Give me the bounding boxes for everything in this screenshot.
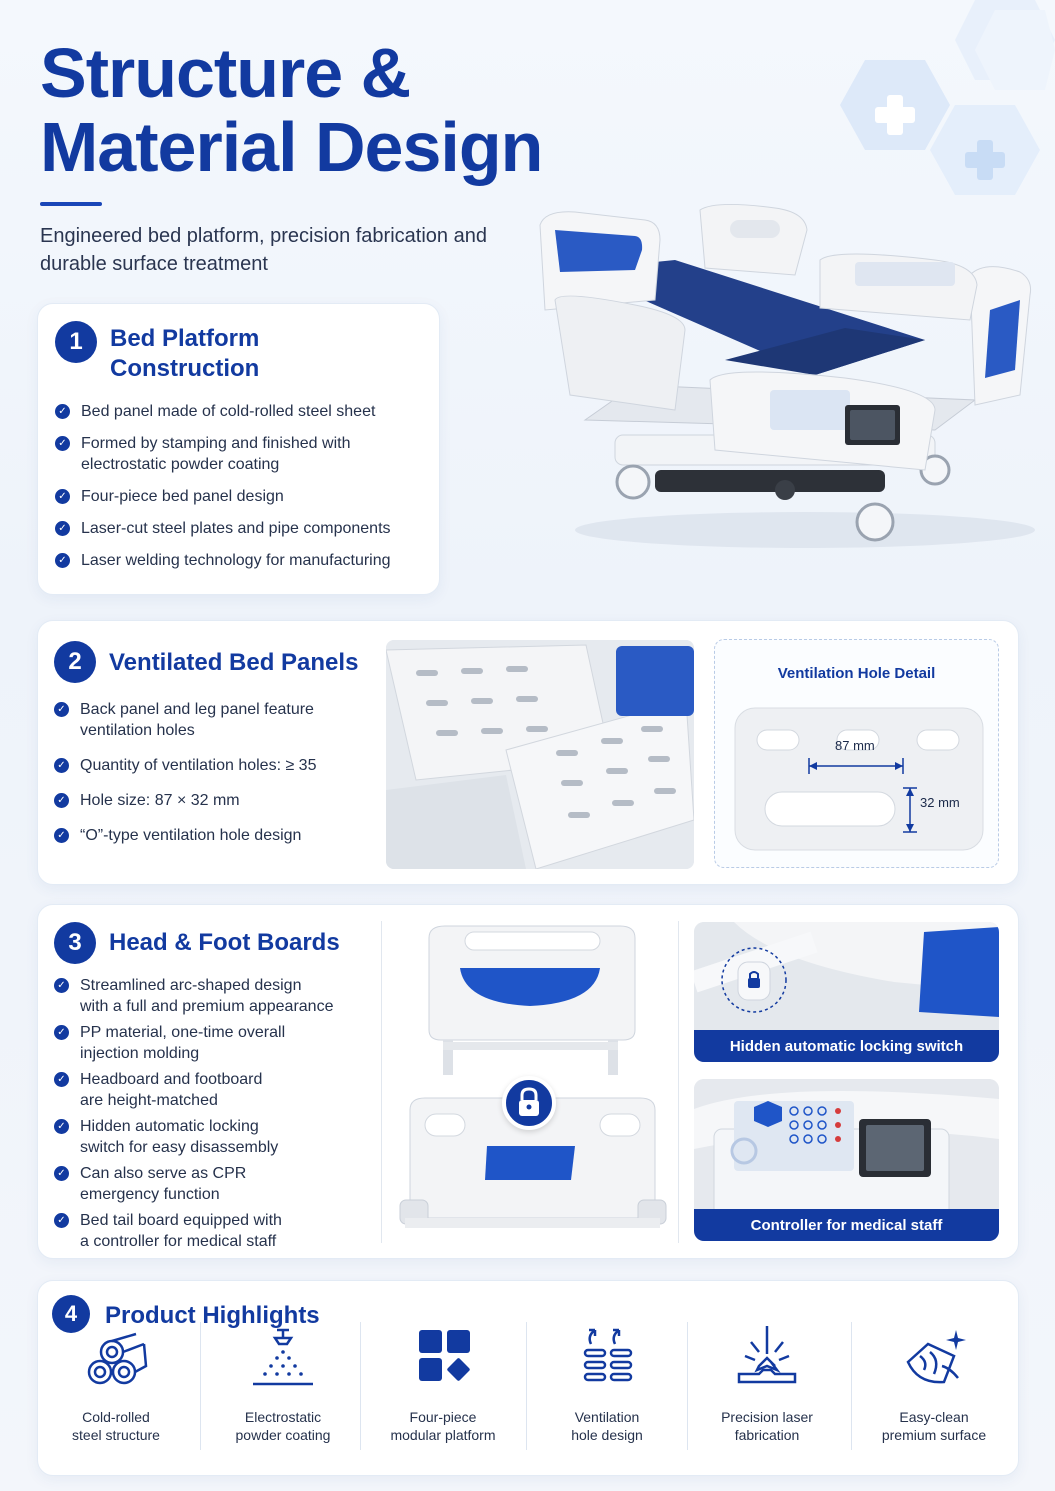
- controller-caption: Controller for medical staff: [694, 1209, 999, 1241]
- highlight-divider: [526, 1322, 527, 1450]
- highlight-label-line1: Easy-clean: [899, 1409, 969, 1425]
- list-item: ✓Laser welding technology for manufactur…: [55, 550, 435, 571]
- check-icon: ✓: [54, 978, 69, 993]
- highlight-item: Cold-rolled steel structure: [36, 1322, 196, 1444]
- check-icon: ✓: [54, 758, 69, 773]
- laser-icon: [737, 1326, 797, 1384]
- highlight-label-line2: modular platform: [390, 1427, 496, 1443]
- section-number-badge: 4: [52, 1295, 90, 1333]
- page-title: Structure & Material Design: [40, 34, 543, 186]
- clean-cloth-icon: [906, 1330, 966, 1384]
- highlight-item: Easy-clean premium surface: [854, 1322, 1014, 1444]
- list-item: ✓Laser-cut steel plates and pipe compone…: [55, 518, 435, 539]
- section-number-badge: 3: [54, 922, 96, 964]
- highlight-label-line1: Ventilation: [574, 1409, 640, 1425]
- dimension-height-label: 32 mm: [920, 795, 960, 810]
- check-icon: ✓: [55, 404, 70, 419]
- hospital-bed-image: [539, 203, 1035, 548]
- bullet-list: ✓Bed panel made of cold-rolled steel she…: [55, 401, 435, 571]
- check-icon: ✓: [54, 1025, 69, 1040]
- ventilation-hole-detail-panel: Ventilation Hole Detail 87 mm 32 mm: [714, 639, 999, 868]
- controller-image: Controller for medical staff: [694, 1079, 999, 1241]
- check-icon: ✓: [54, 1119, 69, 1134]
- highlight-item: Four-piece modular platform: [363, 1322, 523, 1444]
- hexagon-pattern-decoration: [840, 0, 1055, 195]
- detail-title: Ventilation Hole Detail: [777, 665, 936, 682]
- highlight-label-line2: hole design: [571, 1427, 643, 1443]
- highlight-label-line2: premium surface: [881, 1427, 987, 1443]
- ventilation-icon: [583, 1328, 633, 1382]
- check-icon: ✓: [54, 1213, 69, 1228]
- check-icon: ✓: [55, 489, 70, 504]
- spray-coating-icon: [253, 1328, 313, 1386]
- highlight-label-line1: Four-piece: [409, 1409, 477, 1425]
- highlight-item: Electrostatic powder coating: [203, 1322, 363, 1444]
- column-divider: [381, 921, 382, 1243]
- section-number-badge: 2: [54, 641, 96, 683]
- check-icon: ✓: [54, 702, 69, 717]
- highlight-label-line1: Precision laser: [721, 1409, 813, 1425]
- dimension-width-label: 87 mm: [835, 738, 875, 753]
- highlight-label-line1: Electrostatic: [244, 1409, 322, 1425]
- four-piece-icon: [419, 1330, 470, 1381]
- highlight-divider: [851, 1322, 852, 1450]
- highlight-item: Ventilation hole design: [527, 1322, 687, 1444]
- highlight-item: Precision laser fabrication: [687, 1322, 847, 1444]
- column-divider: [678, 921, 679, 1243]
- check-icon: ✓: [54, 1072, 69, 1087]
- list-item: ✓Hole size: 87 × 32 mm: [54, 790, 384, 811]
- lock-switch-caption: Hidden automatic locking switch: [694, 1030, 999, 1062]
- steel-rolls-icon: [87, 1332, 148, 1385]
- highlight-label-line2: fabrication: [734, 1427, 800, 1443]
- list-item: ✓Quantity of ventilation holes: ≥ 35: [54, 755, 384, 776]
- section-title: Product Highlights: [105, 1302, 320, 1329]
- check-icon: ✓: [54, 793, 69, 808]
- section-title: Head & Foot Boards: [109, 929, 340, 956]
- list-item: ✓Four-piece bed panel design: [55, 486, 435, 507]
- highlight-label-line2: powder coating: [235, 1427, 331, 1443]
- section-number-badge: 1: [55, 321, 97, 363]
- section-title: Ventilated Bed Panels: [109, 649, 359, 676]
- check-icon: ✓: [55, 521, 70, 536]
- ventilation-hole-diagram: [734, 707, 984, 851]
- check-icon: ✓: [54, 828, 69, 843]
- ventilated-panel-image: [386, 640, 694, 869]
- title-underline: [40, 202, 102, 206]
- highlight-divider: [360, 1322, 361, 1450]
- headboard-footboard-image: [399, 925, 667, 1228]
- locking-switch-image: Hidden automatic locking switch: [694, 922, 999, 1062]
- check-icon: ✓: [55, 553, 70, 568]
- page-subtitle: Engineered bed platform, precision fabri…: [40, 225, 487, 275]
- highlight-label-line2: steel structure: [72, 1427, 160, 1443]
- list-item: ✓Bed panel made of cold-rolled steel she…: [55, 401, 435, 422]
- highlight-divider: [200, 1322, 201, 1450]
- section-title: Bed Platform Construction: [110, 325, 260, 382]
- list-item: ✓“O”-type ventilation hole design: [54, 825, 384, 846]
- highlight-divider: [687, 1322, 688, 1450]
- check-icon: ✓: [55, 436, 70, 451]
- highlight-label-line1: Cold-rolled: [82, 1409, 150, 1425]
- check-icon: ✓: [54, 1166, 69, 1181]
- lock-icon: [502, 1076, 556, 1130]
- section-bed-platform-card: 1 Bed Platform Construction ✓Bed panel m…: [37, 303, 440, 595]
